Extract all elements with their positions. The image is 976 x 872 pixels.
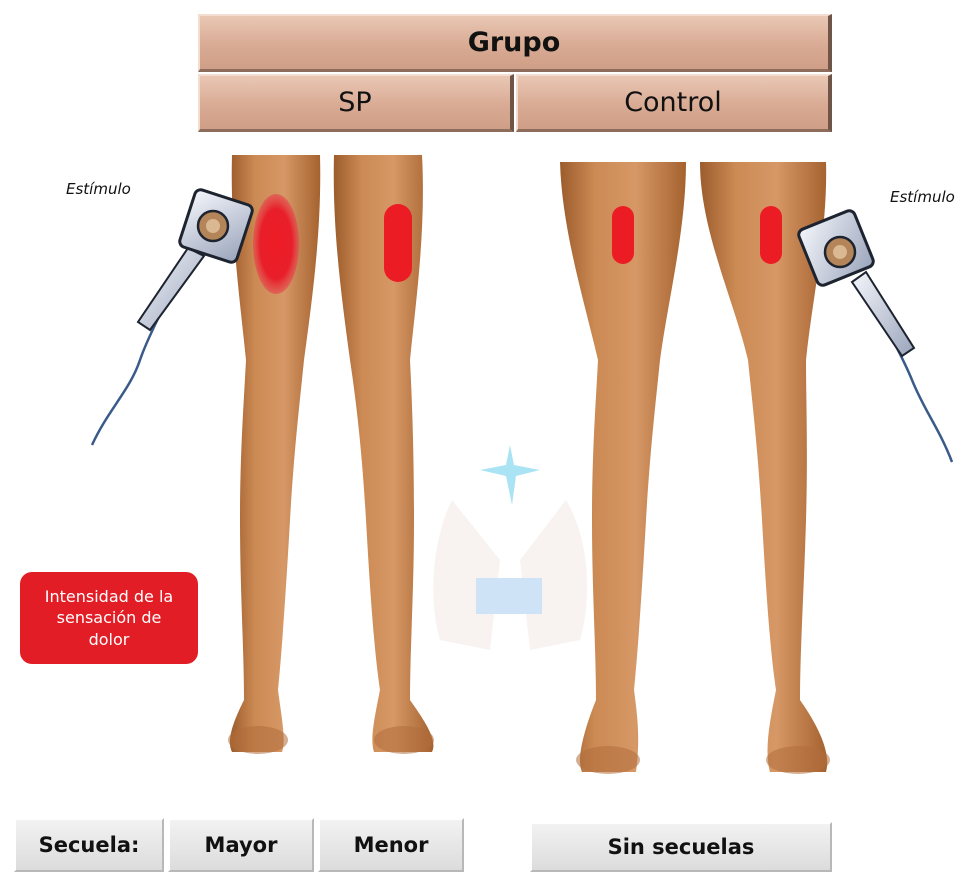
leg-sp-right — [334, 155, 434, 752]
watermark-text: OMCETPAC — [433, 692, 583, 723]
sequela-minor-label: Menor — [318, 818, 464, 872]
sequela-major-label: Mayor — [168, 818, 314, 872]
pain-intensity-legend-label: Intensidad de la sensación de dolor — [39, 586, 179, 649]
no-sequela-label: Sin secuelas — [530, 822, 832, 872]
pain-intensity-legend: Intensidad de la sensación de dolor — [20, 572, 198, 664]
pain-marker-sp-left — [253, 194, 299, 294]
stimulus-probe-left-icon — [92, 188, 254, 445]
pain-marker-sp-right — [384, 204, 412, 282]
pain-marker-control-left — [612, 206, 634, 264]
watermark-logo — [433, 445, 587, 650]
sequela-label: Secuela: — [14, 818, 164, 872]
stimulus-probe-right-icon — [797, 209, 952, 462]
pain-marker-control-right — [760, 206, 782, 264]
